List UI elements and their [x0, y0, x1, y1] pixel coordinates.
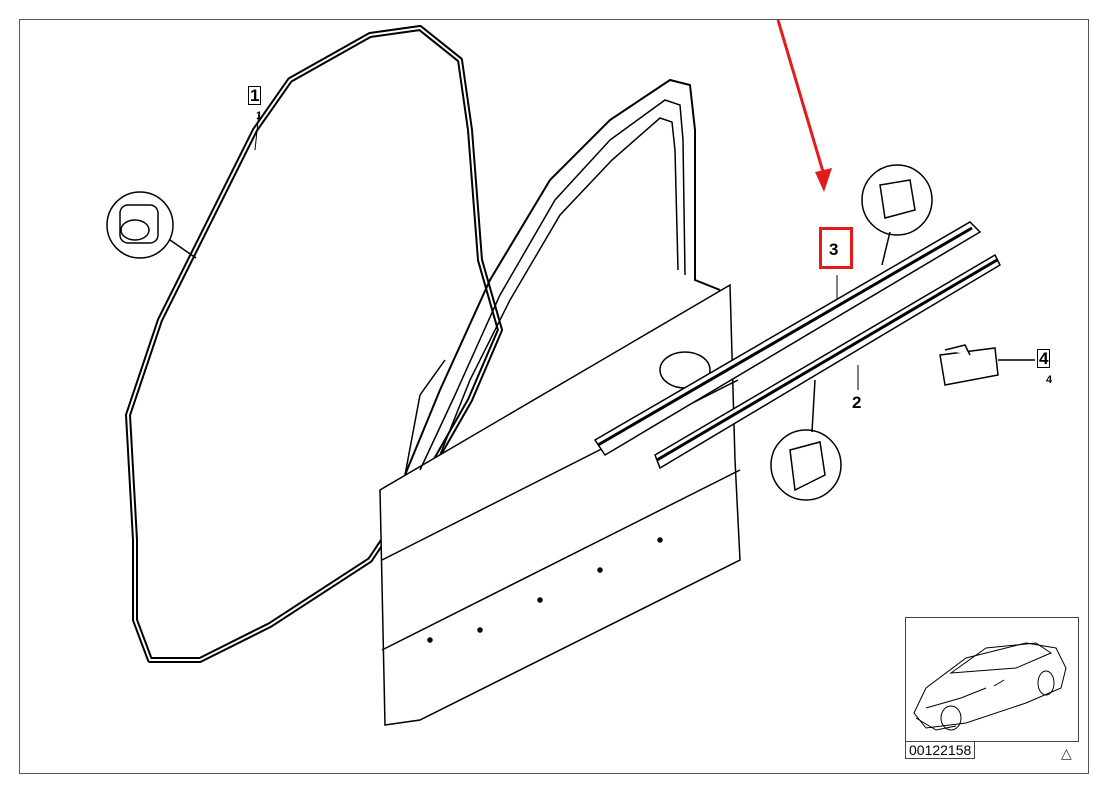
detail-circle-seal-profile: [106, 191, 197, 259]
detail-circle-strip-bottom: [770, 379, 842, 501]
callout-4-boxed: 4: [1037, 349, 1051, 368]
window-shaft-seal-inner: [654, 253, 1001, 470]
highlight-arrow: [776, 19, 832, 192]
callout-1-small: 1: [256, 110, 263, 122]
callout-2: 2: [852, 393, 862, 412]
callout-3-highlight-box: [819, 227, 853, 269]
door-seal-loop: [125, 25, 503, 663]
window-shaft-seal-outer: [593, 221, 982, 457]
car-thumbnail: [905, 617, 1079, 742]
clip-part: [939, 344, 1035, 386]
diagram-id: 00122158: [905, 741, 976, 759]
callout-4-small: 4: [1046, 374, 1053, 386]
leader-lines: [254, 111, 859, 390]
triangle-mark-icon: △: [1061, 745, 1072, 761]
detail-circle-strip-top: [861, 164, 933, 266]
callout-3: 3: [829, 240, 839, 259]
callout-1-boxed: 1: [248, 86, 262, 105]
car-thumbnail-drawing: [913, 642, 1067, 731]
